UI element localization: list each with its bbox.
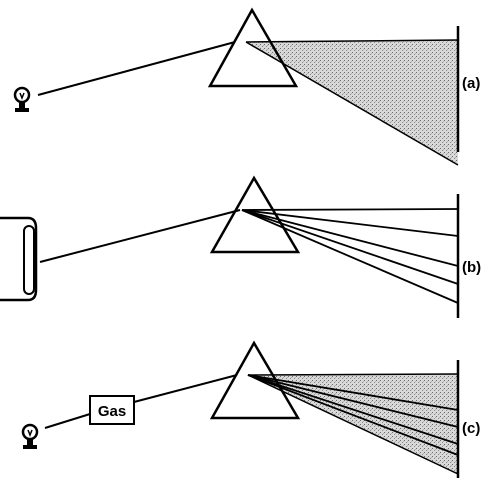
gas-discharge-tube-icon	[0, 216, 38, 302]
incident-ray	[39, 209, 241, 263]
gas-cell-box	[89, 395, 135, 425]
panel-label-b: (b)	[462, 259, 481, 276]
panel-a: (a)	[13, 7, 480, 166]
prism	[209, 340, 301, 420]
panel-b: (b)	[0, 175, 481, 318]
prism	[209, 175, 301, 254]
panel-label-a: (a)	[462, 75, 480, 92]
gas-cell: Gas	[89, 395, 135, 425]
absorption-line-2	[247, 374, 459, 428]
absorption-line-3	[247, 374, 459, 445]
emission-lines	[241, 208, 459, 304]
emission-line-5	[241, 209, 459, 304]
incident-ray	[37, 41, 236, 96]
panel-label-c: (c)	[462, 420, 480, 437]
absorption-lines	[247, 374, 459, 456]
emission-line-2	[241, 209, 459, 237]
emission-line-1	[241, 208, 459, 211]
dispersed-ray-top	[245, 39, 459, 43]
emission-line-3	[241, 209, 459, 267]
panel-c: Gas (c)	[21, 340, 480, 478]
gas-cell-label: Gas	[98, 403, 126, 420]
dispersed-ray-top	[247, 373, 459, 376]
incident-ray	[44, 374, 238, 429]
light-bulb-icon	[21, 423, 39, 449]
emission-line-4	[241, 209, 459, 285]
prism	[207, 7, 299, 88]
absorption-line-1	[247, 374, 459, 411]
light-bulb-icon	[13, 86, 31, 112]
absorption-line-4	[247, 374, 459, 456]
